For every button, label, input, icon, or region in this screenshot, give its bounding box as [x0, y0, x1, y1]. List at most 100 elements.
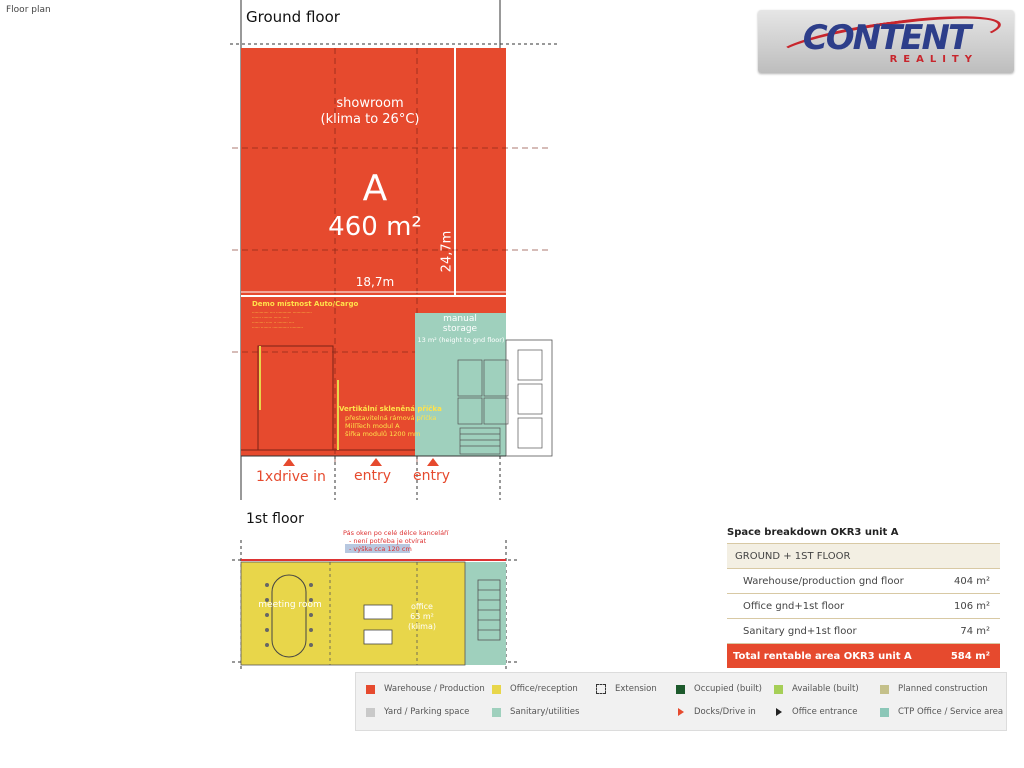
legend-item: Office/reception [492, 684, 578, 694]
legend-label: Warehouse / Production [384, 684, 485, 694]
row-label: Sanitary gnd+1st floor [743, 625, 857, 637]
table-row: Warehouse/production gnd floor 404 m² [727, 569, 1000, 594]
legend-item: CTP Office / Service area [880, 707, 1003, 717]
ground-floor-heading: Ground floor [246, 8, 340, 26]
toilet-stall [457, 397, 483, 425]
page-title: Floor plan [6, 5, 51, 15]
note-highlight [345, 544, 410, 553]
legend-item: Warehouse / Production [366, 684, 485, 694]
legend-swatch [366, 684, 375, 694]
legend-label: CTP Office / Service area [898, 707, 1004, 717]
logo-sub: REALITY [889, 54, 978, 65]
toilet-stall [457, 359, 483, 397]
partition-item: šířka modulů 1200 mm [345, 430, 421, 438]
office-note: (klima) [407, 622, 436, 631]
unit-area: 460 m² [328, 212, 422, 242]
space-breakdown-table: Space breakdown OKR3 unit A GROUND + 1ST… [727, 527, 1000, 668]
toilet-stall [483, 397, 509, 425]
demo-room-title: Demo místnost Auto/Cargo [252, 300, 359, 308]
entrance-triangle-icon [776, 708, 782, 716]
toilet-stall [483, 359, 509, 397]
sanitary-area-1st [465, 562, 506, 665]
entry-label-2: entry [413, 468, 451, 484]
total-label: Total rentable area OKR3 unit A [733, 650, 912, 662]
legend-label: Docks/Drive in [694, 707, 756, 717]
partition-title: Vertikální skleněná příčka [339, 405, 442, 413]
office-area-label: 63 m² [410, 612, 434, 621]
legend-item: Sanitary/utilities [492, 707, 579, 717]
window-note-item-text: výška cca 120 cm [353, 545, 412, 553]
content-reality-logo: CONTENT REALITY [758, 6, 1014, 74]
window-note-item-text: není potřeba je otvírat [353, 537, 427, 545]
legend-label: Extension [615, 684, 657, 694]
row-value: 404 m² [953, 575, 990, 587]
legend-item: Planned construction [880, 684, 988, 694]
storage-label-2: storage [442, 324, 478, 334]
legend-label: Office/reception [510, 684, 578, 694]
logo-word: CONTENT [802, 18, 971, 58]
window-note-item: - není potřeba je otvírat [349, 537, 427, 545]
row-value: 106 m² [953, 600, 990, 612]
legend-label: Yard / Parking space [384, 707, 470, 717]
dock-triangle-icon [678, 708, 684, 716]
storage-note: 13 m² (height to gnd floor) [417, 336, 505, 344]
table-title: Space breakdown OKR3 unit A [727, 527, 899, 538]
office-label: office [411, 602, 433, 611]
table-total-row: Total rentable area OKR3 unit A 584 m² [727, 644, 1000, 668]
legend-swatch [366, 707, 375, 717]
partition-item: přestavitelná rámová příčka [345, 414, 437, 422]
storage-label: manual [443, 314, 477, 324]
row-value: 74 m² [960, 625, 990, 637]
legend-item: Available (built) [774, 684, 859, 694]
legend-label: Occupied (built) [694, 684, 762, 694]
depth-dimension: 24,7m [439, 230, 455, 273]
row-label: Warehouse/production gnd floor [743, 575, 904, 587]
desk-group [363, 604, 393, 620]
legend-swatch [676, 684, 685, 694]
entry-marker [370, 458, 382, 466]
table-header-row: GROUND + 1ST FLOOR [727, 543, 1000, 569]
partition-item: MillTech modul A [345, 422, 400, 430]
first-floor-heading: 1st floor [246, 511, 304, 527]
legend-swatch [880, 684, 889, 694]
showroom-label: showroom [336, 96, 404, 111]
demo-room-notes: ············· ···· ············ ········… [252, 310, 312, 330]
legend-item: Yard / Parking space [366, 707, 469, 717]
stair [459, 427, 501, 455]
table-row: Office gnd+1st floor 106 m² [727, 594, 1000, 619]
table-header-label: GROUND + 1ST FLOOR [735, 550, 851, 562]
legend-item: Occupied (built) [676, 684, 762, 694]
partition-items: přestavitelná rámová příčka MillTech mod… [345, 414, 436, 438]
entry-marker [427, 458, 439, 466]
legend-item: Office entrance [776, 707, 857, 717]
total-value: 584 m² [950, 650, 990, 662]
legend-swatch [774, 684, 783, 694]
legend-label: Office entrance [792, 707, 858, 717]
showroom-note: (klima to 26°C) [320, 112, 420, 127]
storage-area [415, 313, 506, 456]
legend-swatch [492, 684, 501, 694]
legend-swatch-dashed [596, 684, 606, 694]
legend-label: Available (built) [792, 684, 859, 694]
window-note-title: Pás oken po celé délce kanceláří [343, 529, 449, 537]
legend-label: Sanitary/utilities [510, 707, 580, 717]
meeting-room-label: meeting room [258, 600, 322, 610]
drive-in-marker [283, 458, 295, 466]
desk-group [363, 629, 393, 645]
legend-swatch [880, 707, 889, 717]
legend: Warehouse / Production Office/reception … [355, 672, 1007, 731]
row-label: Office gnd+1st floor [743, 600, 845, 612]
window-note: Pás oken po celé délce kanceláří - není … [343, 529, 449, 553]
width-dimension: 18,7m [355, 275, 395, 289]
table-row: Sanitary gnd+1st floor 74 m² [727, 619, 1000, 644]
unit-letter: A [362, 168, 388, 209]
legend-label: Planned construction [898, 684, 988, 694]
toilet-block [505, 339, 553, 457]
drive-in-label: 1xdrive in [256, 469, 326, 485]
window-note-item: - výška cca 120 cm [349, 545, 412, 553]
legend-item: Extension [596, 684, 657, 694]
legend-item: Docks/Drive in [678, 707, 756, 717]
legend-swatch [492, 707, 501, 717]
entry-label-1: entry [354, 468, 392, 484]
